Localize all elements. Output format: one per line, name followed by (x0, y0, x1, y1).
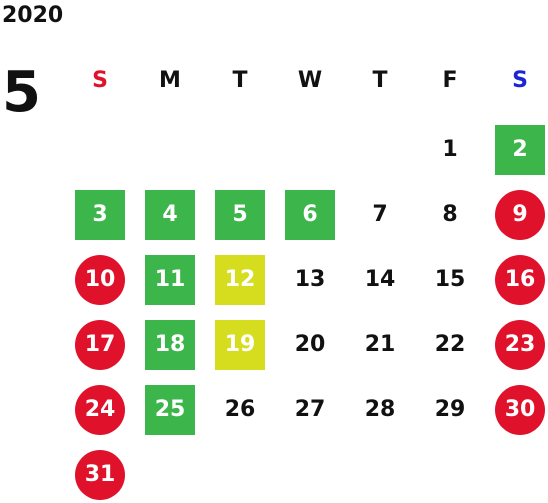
day-cell-27[interactable]: 27 (294, 397, 326, 422)
day-cell-25[interactable]: 25 (145, 385, 195, 435)
day-cell-9[interactable]: 9 (495, 190, 545, 240)
day-cell-13[interactable]: 13 (294, 267, 326, 292)
day-cell-31[interactable]: 31 (75, 450, 125, 500)
day-cell-5[interactable]: 5 (215, 190, 265, 240)
day-cell-4[interactable]: 4 (145, 190, 195, 240)
day-cell-22[interactable]: 22 (434, 332, 466, 357)
day-cell-1[interactable]: 1 (442, 137, 458, 162)
day-cell-14[interactable]: 14 (364, 267, 396, 292)
day-cell-24[interactable]: 24 (75, 385, 125, 435)
day-cell-6[interactable]: 6 (285, 190, 335, 240)
day-cell-2[interactable]: 2 (495, 125, 545, 175)
day-cell-16[interactable]: 16 (495, 255, 545, 305)
weekday-wednesday: W (297, 68, 323, 93)
day-cell-19[interactable]: 19 (215, 320, 265, 370)
day-cell-12[interactable]: 12 (215, 255, 265, 305)
weekday-tuesday: T (232, 68, 248, 93)
year-label: 2020 (2, 3, 64, 28)
day-cell-15[interactable]: 15 (434, 267, 466, 292)
weekday-friday: F (442, 68, 458, 93)
day-cell-21[interactable]: 21 (364, 332, 396, 357)
weekday-sunday: S (92, 68, 108, 93)
day-cell-30[interactable]: 30 (495, 385, 545, 435)
weekday-monday: M (159, 68, 181, 93)
day-cell-28[interactable]: 28 (364, 397, 396, 422)
day-cell-17[interactable]: 17 (75, 320, 125, 370)
month-number: 5 (2, 60, 41, 125)
day-cell-8[interactable]: 8 (442, 202, 458, 227)
day-cell-10[interactable]: 10 (75, 255, 125, 305)
day-cell-3[interactable]: 3 (75, 190, 125, 240)
day-cell-20[interactable]: 20 (294, 332, 326, 357)
weekday-saturday: S (512, 68, 528, 93)
day-cell-29[interactable]: 29 (434, 397, 466, 422)
day-cell-18[interactable]: 18 (145, 320, 195, 370)
day-cell-11[interactable]: 11 (145, 255, 195, 305)
day-cell-7[interactable]: 7 (372, 202, 388, 227)
weekday-thursday: T (372, 68, 388, 93)
day-cell-23[interactable]: 23 (495, 320, 545, 370)
day-cell-26[interactable]: 26 (224, 397, 256, 422)
